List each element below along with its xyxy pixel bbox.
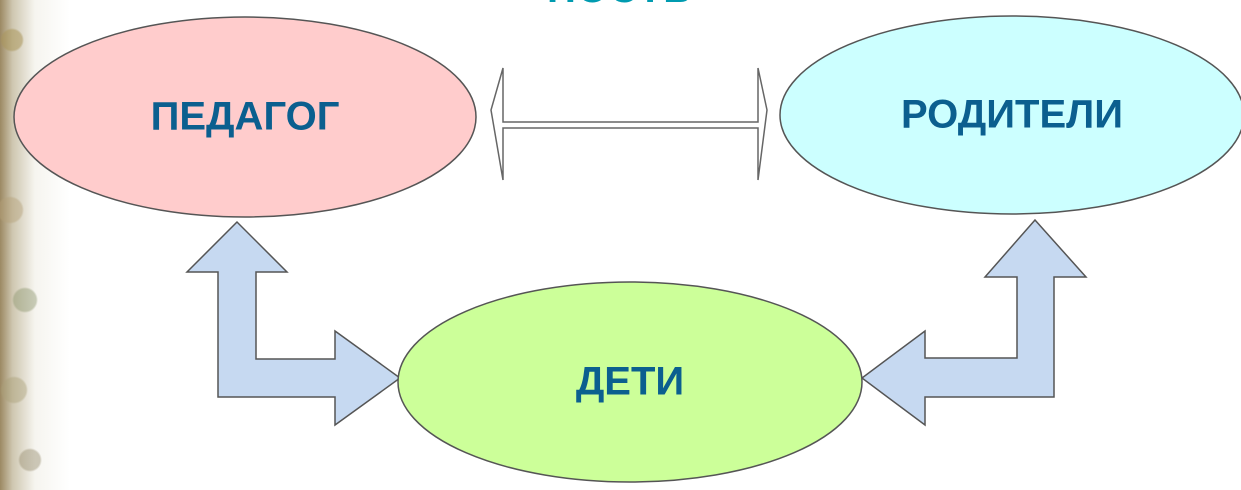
roditeli-node	[779, 15, 1241, 215]
pedagog-node	[13, 16, 477, 218]
roditeli-label: РОДИТЕЛИ	[901, 93, 1123, 137]
deti-label: ДЕТИ	[576, 360, 684, 404]
arrow-pedagog-deti	[185, 220, 402, 427]
deti-node	[397, 281, 863, 483]
pedagog-label: ПЕДАГОГ	[151, 95, 340, 139]
arrow-roditeli-deti	[860, 218, 1088, 427]
arrow-pedagog-roditeli	[490, 67, 768, 181]
title-fragment: НОСТЬ	[520, 0, 720, 9]
